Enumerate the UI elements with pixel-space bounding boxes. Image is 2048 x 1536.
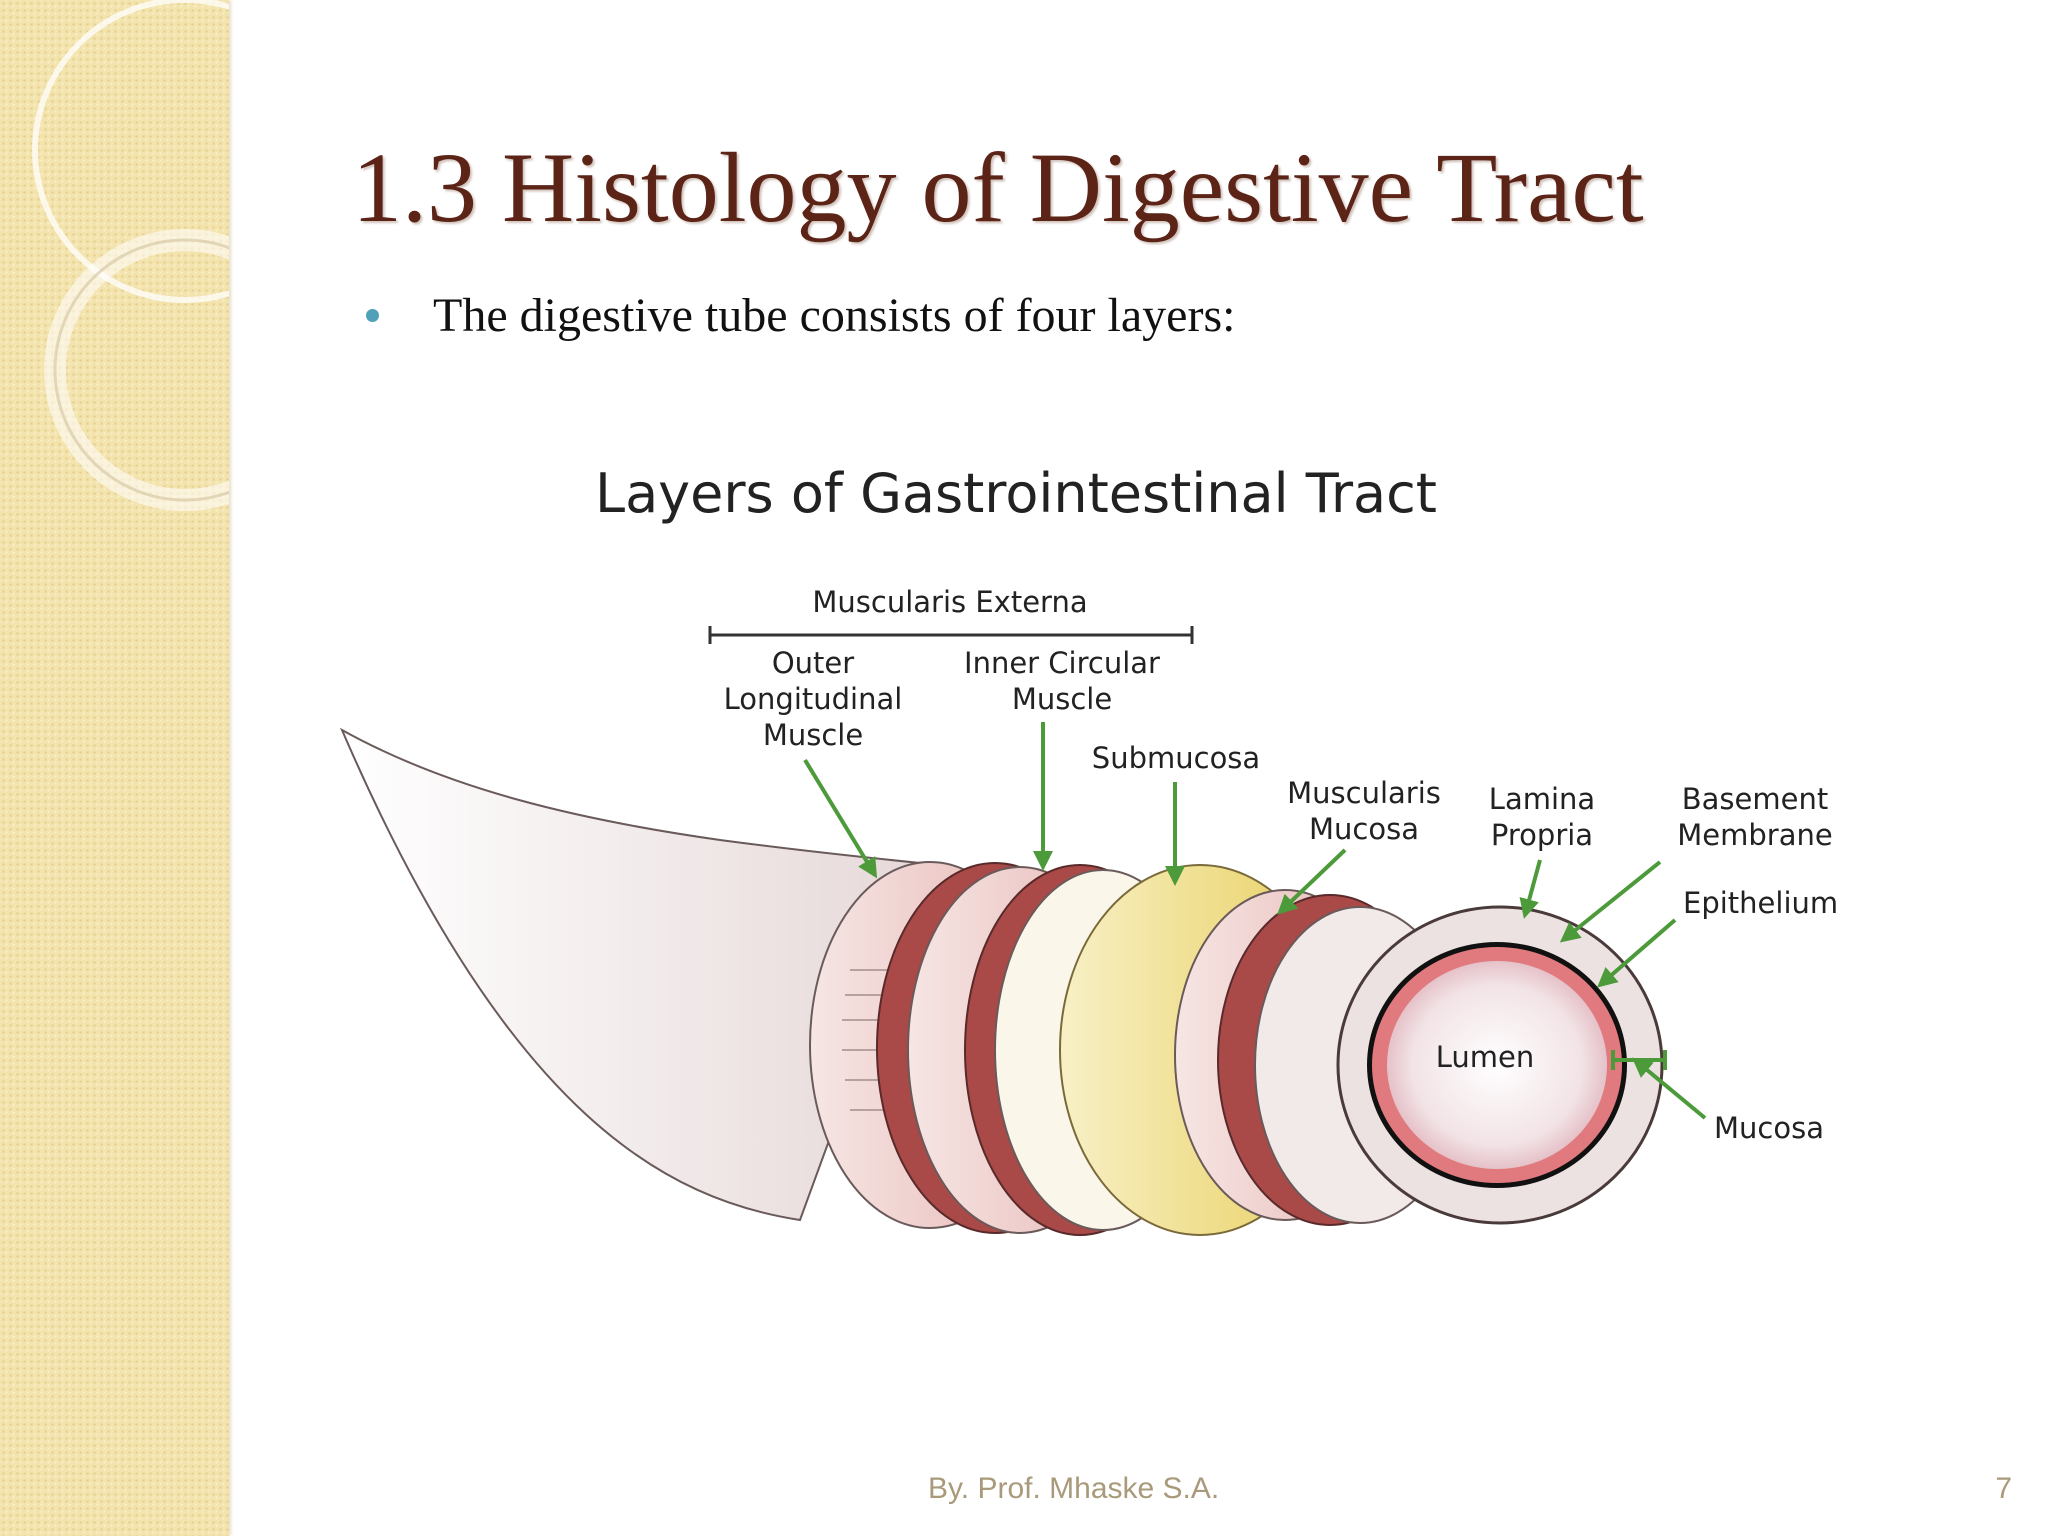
outer-longitudinal-label-line1: Outer [772,646,854,680]
diagram-title: Layers of Gastrointestinal Tract [595,462,1437,525]
arrow-basement-membrane [1559,860,1662,943]
decorative-rings [32,0,229,511]
arrow-mucosa [1631,1057,1707,1120]
arrow-lamina-propria [1519,859,1542,919]
lumen [1387,961,1607,1169]
arrow-outer-longitudinal [803,758,878,879]
outer-longitudinal-label-line2: Longitudinal [724,682,903,716]
basement-membrane-label-line1: Basement [1682,782,1828,816]
arrow-epithelium [1596,918,1677,988]
bullet-icon [366,309,379,322]
gi-layers-diagram: Layers of Gastrointestinal Tract Muscula… [339,462,1838,1236]
basement-membrane-label-line2: Membrane [1677,818,1832,852]
decorative-sidebar [0,0,229,1536]
epithelium-label: Epithelium [1683,886,1838,920]
inner-circular-label-line2: Muscle [1012,682,1112,716]
bullet-text: The digestive tube consists of four laye… [433,289,1236,342]
pointer-arrows [803,722,1707,1120]
slide-title: 1.3 Histology of Digestive Tract [352,132,1644,243]
lumen-label: Lumen [1436,1040,1535,1074]
footer-credit: By. Prof. Mhaske S.A. [928,1472,1220,1505]
serosa-flap [339,727,932,1222]
inner-circular-label-line1: Inner Circular [964,646,1160,680]
page-number: 7 [1995,1472,2012,1505]
muscularis-mucosa-label-line2: Mucosa [1309,812,1419,846]
muscularis-externa-label: Muscularis Externa [812,585,1087,619]
submucosa-label: Submucosa [1092,741,1260,775]
mucosa-label: Mucosa [1714,1111,1824,1145]
outer-longitudinal-label-line3: Muscle [763,718,863,752]
arrow-muscularis-mucosa [1277,848,1347,915]
muscularis-mucosa-label-line1: Muscularis [1287,776,1441,810]
lamina-propria-label-line1: Lamina [1489,782,1595,816]
bullet-item: The digestive tube consists of four laye… [366,288,1235,343]
lamina-propria-label-line2: Propria [1491,818,1593,852]
